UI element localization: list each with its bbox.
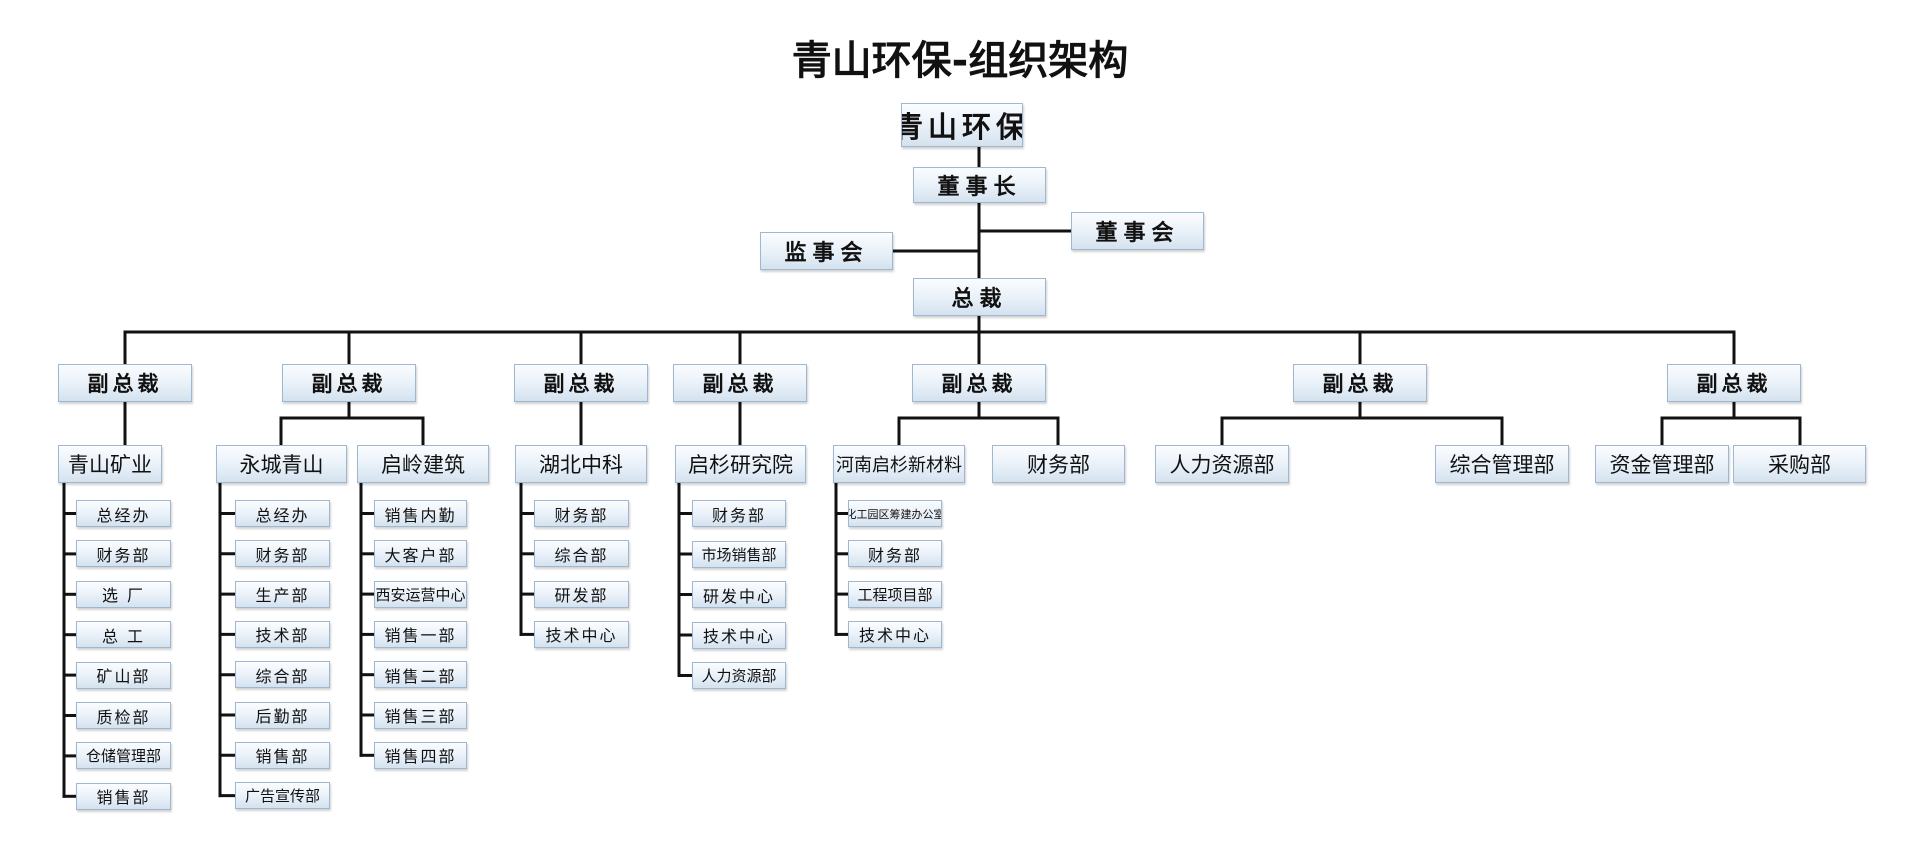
unit-procurement: 采购部 — [1733, 445, 1866, 483]
unit-hubei-zhongke: 湖北中科 — [515, 445, 647, 483]
dept-yongcheng-qingshan-5: 综合部 — [235, 661, 330, 689]
dept-qishan-institute-3: 研发中心 — [692, 581, 786, 608]
dept-qishan-institute-5: 人力资源部 — [692, 662, 786, 689]
unit-capital-management: 资金管理部 — [1595, 445, 1729, 483]
supervisory-board-node: 监事会 — [760, 232, 893, 270]
dept-qingshan-mining-6: 质检部 — [76, 702, 171, 729]
vp-node-7: 副总裁 — [1667, 364, 1801, 402]
chairman-node: 董事长 — [913, 167, 1046, 203]
dept-qiling-construction-2: 大客户部 — [374, 540, 467, 568]
root-node: 青山环保 — [901, 103, 1023, 147]
dept-qingshan-mining-2: 财务部 — [76, 540, 171, 568]
dept-qishan-institute-2: 市场销售部 — [692, 540, 786, 568]
vp-node-5: 副总裁 — [912, 364, 1046, 402]
vp-node-4: 副总裁 — [673, 364, 807, 402]
dept-qingshan-mining-8: 销售部 — [76, 782, 171, 810]
vp-node-1: 副总裁 — [58, 364, 192, 402]
dept-qiling-construction-3: 西安运营中心 — [374, 580, 467, 608]
dept-henan-materials-1: 化工园区筹建办公室 — [848, 500, 942, 527]
dept-henan-materials-2: 财务部 — [848, 540, 942, 568]
dept-yongcheng-qingshan-4: 技术部 — [235, 620, 330, 648]
unit-qishan-institute: 启杉研究院 — [675, 445, 806, 483]
unit-general-management: 综合管理部 — [1435, 445, 1569, 483]
dept-henan-materials-4: 技术中心 — [848, 620, 942, 648]
dept-qishan-institute-1: 财务部 — [692, 500, 786, 527]
president-node: 总裁 — [913, 278, 1046, 316]
dept-qingshan-mining-5: 矿山部 — [76, 661, 171, 689]
unit-finance: 财务部 — [992, 445, 1125, 483]
vp-node-3: 副总裁 — [514, 364, 648, 402]
dept-qishan-institute-4: 技术中心 — [692, 621, 786, 649]
dept-qiling-construction-4: 销售一部 — [374, 620, 467, 648]
dept-yongcheng-qingshan-7: 销售部 — [235, 741, 330, 769]
unit-hr: 人力资源部 — [1155, 445, 1289, 483]
dept-yongcheng-qingshan-2: 财务部 — [235, 540, 330, 568]
dept-yongcheng-qingshan-3: 生产部 — [235, 580, 330, 608]
dept-hubei-zhongke-3: 研发部 — [534, 580, 629, 608]
dept-qingshan-mining-4: 总 工 — [76, 621, 171, 649]
vp-node-2: 副总裁 — [282, 364, 416, 402]
board-of-directors-node: 董事会 — [1071, 212, 1204, 250]
dept-yongcheng-qingshan-1: 总经办 — [235, 500, 330, 527]
dept-qiling-construction-5: 销售二部 — [374, 661, 467, 689]
unit-henan-materials: 河南启杉新材料 — [833, 445, 965, 483]
dept-qiling-construction-7: 销售四部 — [374, 741, 467, 769]
unit-yongcheng-qingshan: 永城青山 — [216, 445, 347, 483]
dept-qingshan-mining-1: 总经办 — [76, 500, 171, 527]
dept-qiling-construction-6: 销售三部 — [374, 701, 467, 729]
dept-yongcheng-qingshan-6: 后勤部 — [235, 701, 330, 729]
vp-node-6: 副总裁 — [1293, 364, 1427, 402]
dept-hubei-zhongke-4: 技术中心 — [534, 620, 629, 648]
dept-qingshan-mining-7: 仓储管理部 — [76, 742, 171, 770]
unit-qiling-construction: 启岭建筑 — [357, 445, 489, 483]
dept-henan-materials-3: 工程项目部 — [848, 580, 942, 608]
dept-qingshan-mining-3: 选 厂 — [76, 580, 171, 608]
chart-title: 青山环保-组织架构 — [791, 38, 1129, 84]
unit-qingshan-mining: 青山矿业 — [58, 445, 162, 483]
dept-hubei-zhongke-1: 财务部 — [534, 500, 629, 527]
dept-hubei-zhongke-2: 综合部 — [534, 540, 629, 568]
dept-qiling-construction-1: 销售内勤 — [374, 500, 467, 527]
dept-yongcheng-qingshan-8: 广告宣传部 — [235, 782, 330, 810]
